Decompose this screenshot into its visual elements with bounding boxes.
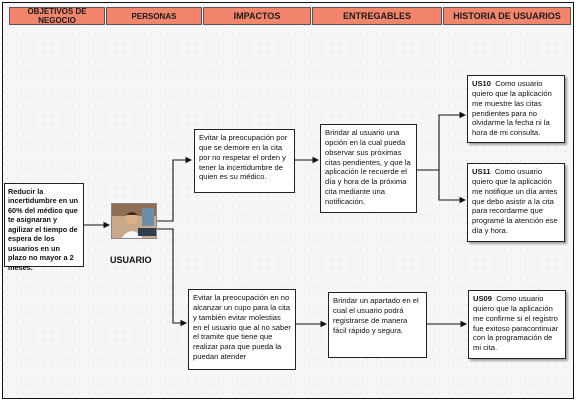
impacto-box-1: Evitar la preocupación por que se demore… <box>194 129 295 193</box>
header-personas: PERSONAS <box>106 7 202 25</box>
entregable-box-1: Brindar al usuario una opción en la cual… <box>320 124 417 213</box>
header-impactos: IMPACTOS <box>203 7 311 25</box>
diagram-canvas: OBJETIVOS DE NEGOCIO PERSONAS IMPACTOS E… <box>2 2 574 399</box>
historia-id: US09 <box>473 294 492 303</box>
header-historia: HISTORIA DE USUARIOS <box>443 7 571 25</box>
objetivo-box: Reducir la incertidumbre en un 60% del m… <box>4 183 84 272</box>
arrow-persona-impacto-1 <box>155 156 193 222</box>
persona-label: USUARIO <box>110 255 152 265</box>
historia-text: Como usuario quiero que la aplicación me… <box>472 167 558 236</box>
arrow-entregable-historia-2 <box>417 169 467 204</box>
historia-text: Como usuario quiero que la aplicación me… <box>472 79 552 138</box>
header-entregables: ENTREGABLES <box>312 7 442 25</box>
historia-box-us09: US09 Como usuario quiero que la aplicaci… <box>468 290 566 359</box>
header-objetivos: OBJETIVOS DE NEGOCIO <box>9 7 105 25</box>
user-photo-icon <box>111 203 157 239</box>
historia-id: US11 <box>472 167 491 176</box>
arrow-entregable-historia-1 <box>417 111 467 171</box>
connector-arrows <box>84 111 468 328</box>
historia-box-us10: US10 Como usuario quiero que la aplicaci… <box>467 75 565 143</box>
entregable-box-2: Brindar un apartado en el cual el usuari… <box>328 292 427 358</box>
historia-text: Como usuario quiero que la aplicación me… <box>473 294 559 353</box>
historia-box-us11: US11 Como usuario quiero que la aplicaci… <box>467 163 565 242</box>
arrow-persona-impacto-2 <box>155 228 188 327</box>
impacto-box-2: Evitar la preocupación en no alcanzar un… <box>188 289 296 370</box>
historia-id: US10 <box>472 79 491 88</box>
